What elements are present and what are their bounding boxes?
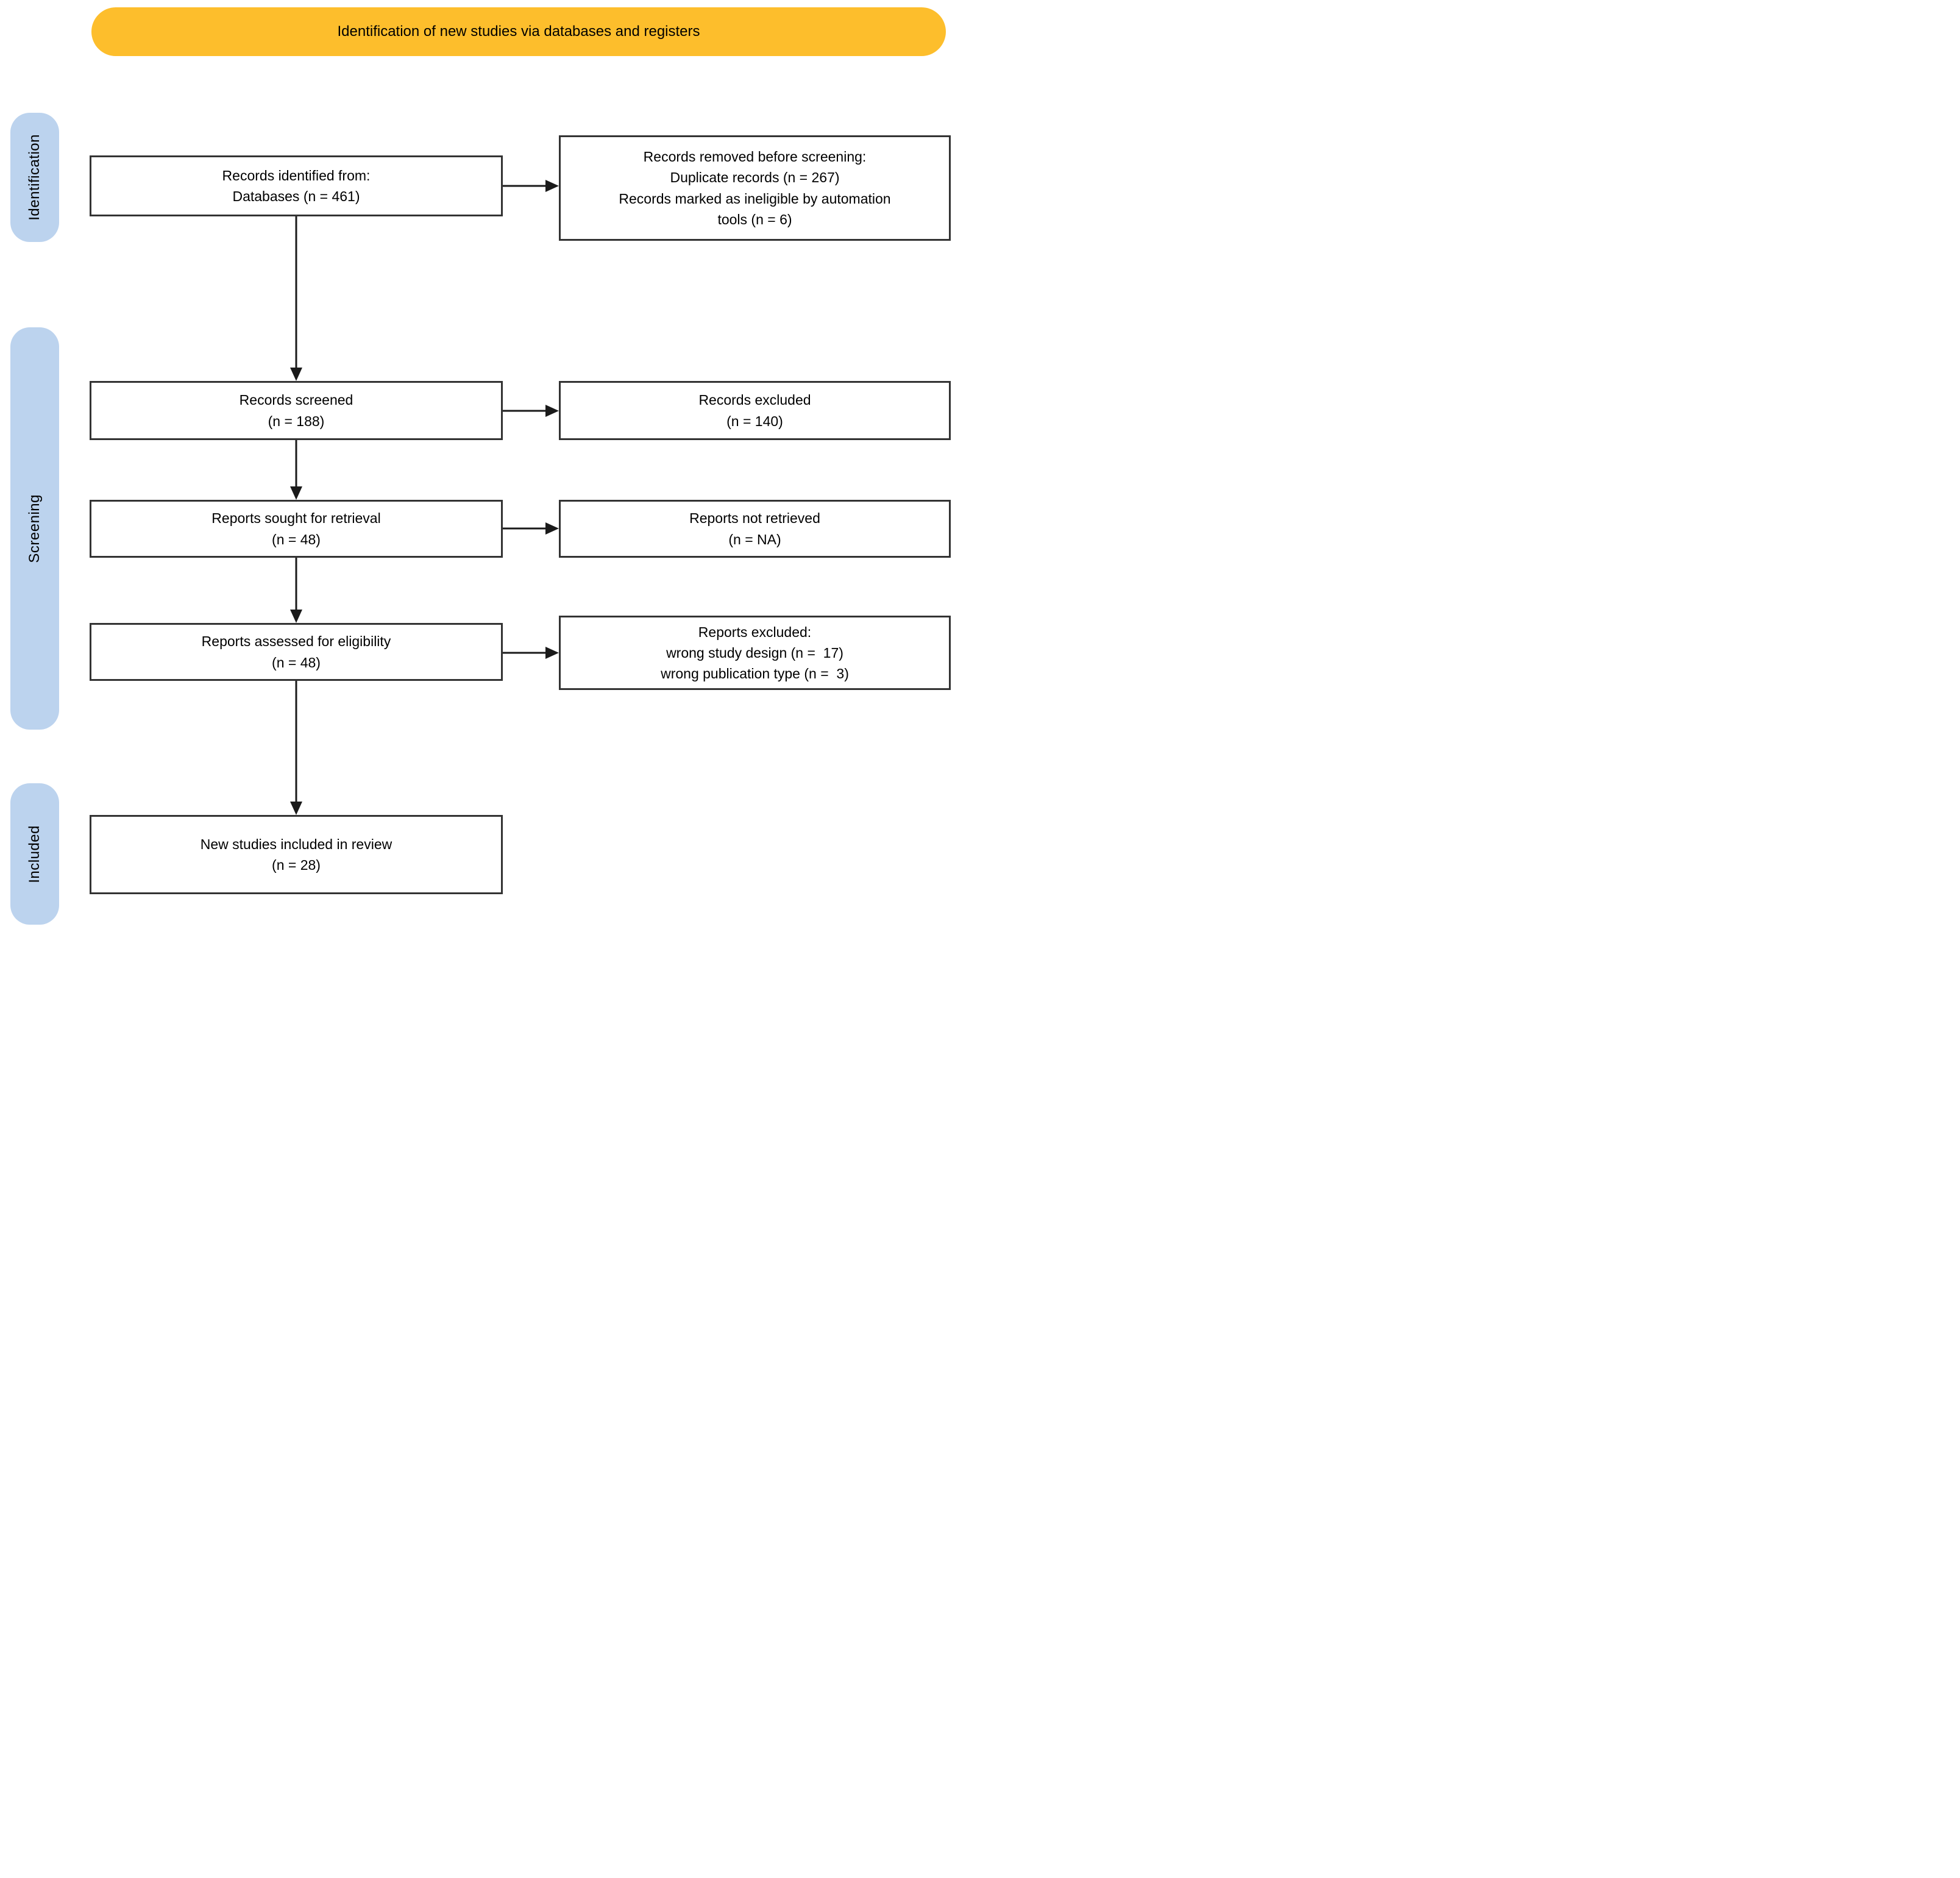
stage-pill-screening: Screening: [10, 327, 59, 730]
box-records-removed-line-4: tools (n = 6): [717, 211, 792, 227]
box-reports-excluded-line-2: wrong study design (n = 17): [666, 644, 843, 661]
arrow-assessed-to-included: [290, 681, 302, 815]
box-reports-excluded: Reports excluded: wrong study design (n …: [559, 616, 951, 690]
arrow-assessed-to-reports-excluded: [503, 647, 559, 659]
box-records-excluded-line-1: Records excluded: [698, 392, 811, 408]
stage-label-included: Included: [26, 825, 43, 883]
box-reports-not-retrieved: Reports not retrieved (n = NA): [559, 500, 951, 558]
stage-pill-included: Included: [10, 783, 59, 925]
box-records-removed-line-1: Records removed before screening:: [643, 149, 867, 165]
box-records-removed-line-2: Duplicate records (n = 267): [670, 169, 840, 186]
box-reports-assessed: Reports assessed for eligibility (n = 48…: [90, 623, 503, 681]
box-reports-not-retrieved-line-2: (n = NA): [728, 531, 781, 547]
arrow-screened-to-sought: [290, 440, 302, 500]
prisma-flow-diagram: Identification of new studies via databa…: [0, 0, 980, 939]
box-new-studies-included-line-1: New studies included in review: [200, 836, 392, 852]
stage-label-screening: Screening: [26, 494, 43, 563]
arrow-identified-to-screened: [290, 216, 302, 381]
box-reports-sought-line-2: (n = 48): [272, 531, 321, 547]
box-records-screened-line-2: (n = 188): [268, 413, 325, 429]
box-reports-not-retrieved-line-1: Reports not retrieved: [689, 510, 820, 527]
box-new-studies-included: New studies included in review (n = 28): [90, 815, 503, 894]
arrow-sought-to-assessed: [290, 558, 302, 623]
box-records-identified-line-1: Records identified from:: [222, 167, 371, 183]
header-banner: Identification of new studies via databa…: [91, 7, 946, 56]
box-records-screened-line-1: Records screened: [239, 392, 353, 408]
box-records-excluded-line-2: (n = 140): [726, 413, 783, 429]
header-title: Identification of new studies via databa…: [337, 23, 700, 40]
box-reports-excluded-line-3: wrong publication type (n = 3): [661, 666, 849, 682]
box-reports-sought-line-1: Reports sought for retrieval: [211, 510, 381, 527]
stage-label-identification: Identification: [26, 134, 43, 221]
box-reports-sought: Reports sought for retrieval (n = 48): [90, 500, 503, 558]
box-records-identified-line-2: Databases (n = 461): [232, 188, 360, 204]
box-reports-assessed-line-1: Reports assessed for eligibility: [201, 633, 391, 650]
box-records-excluded: Records excluded (n = 140): [559, 381, 951, 440]
arrow-identified-to-removed: [503, 180, 559, 192]
box-reports-assessed-line-2: (n = 48): [272, 654, 321, 670]
box-records-identified: Records identified from: Databases (n = …: [90, 155, 503, 216]
box-new-studies-included-line-2: (n = 28): [272, 857, 321, 873]
arrow-sought-to-not-retrieved: [503, 522, 559, 535]
box-records-screened: Records screened (n = 188): [90, 381, 503, 440]
box-reports-excluded-line-1: Reports excluded:: [698, 624, 812, 640]
arrow-screened-to-excluded: [503, 405, 559, 417]
stage-pill-identification: Identification: [10, 113, 59, 242]
box-records-removed: Records removed before screening: Duplic…: [559, 135, 951, 241]
box-records-removed-line-3: Records marked as ineligible by automati…: [619, 190, 891, 207]
